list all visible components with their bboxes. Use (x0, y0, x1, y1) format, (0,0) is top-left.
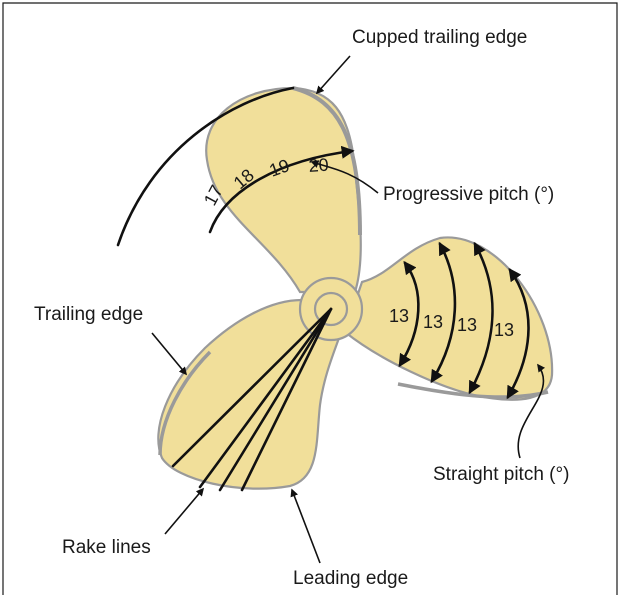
progressive-pitch-value: 20 (308, 155, 329, 176)
trailing-edge-leader (151, 332, 188, 376)
cupped-edge-lip (292, 86, 362, 236)
progressive-pitch-arc (208, 145, 355, 234)
cupped-edge-leader (315, 55, 351, 95)
straight-pitch-arrow-4 (506, 267, 530, 400)
rake-lines-leader (164, 487, 205, 535)
straight-pitch-arrow-2 (430, 241, 457, 384)
cupped-trailing-edge-label: Cupped trailing edge (352, 27, 527, 48)
straight-pitch-arrow-3 (468, 241, 494, 395)
leading-edge-label: Leading edge (293, 568, 408, 589)
straight-pitch-value: 13 (494, 320, 514, 340)
straight-pitch-value: 13 (389, 306, 409, 326)
rake-line (218, 307, 333, 492)
progressive-pitch-label: Progressive pitch (°) (383, 184, 554, 205)
straight-pitch-label: Straight pitch (°) (433, 464, 569, 485)
lower-left-blade (157, 298, 342, 490)
straight-pitch-value: 13 (457, 315, 477, 335)
rake-lines (171, 307, 333, 492)
rake-line (171, 307, 333, 468)
trailing-edge-label: Trailing edge (34, 304, 143, 325)
leading-edge-leader (290, 488, 321, 564)
rake-line (198, 307, 333, 489)
progressive-pitch-leader (310, 160, 379, 194)
right-blade-lip (397, 382, 549, 399)
straight-pitch-arrow-1 (398, 260, 420, 368)
trailing-edge-lip (158, 350, 212, 456)
rake-line (240, 307, 333, 492)
straight-pitch-value: 13 (423, 312, 443, 332)
straight-pitch-leader (517, 363, 546, 459)
cupped-edge-arc (116, 86, 295, 247)
rake-lines-label: Rake lines (62, 537, 151, 558)
